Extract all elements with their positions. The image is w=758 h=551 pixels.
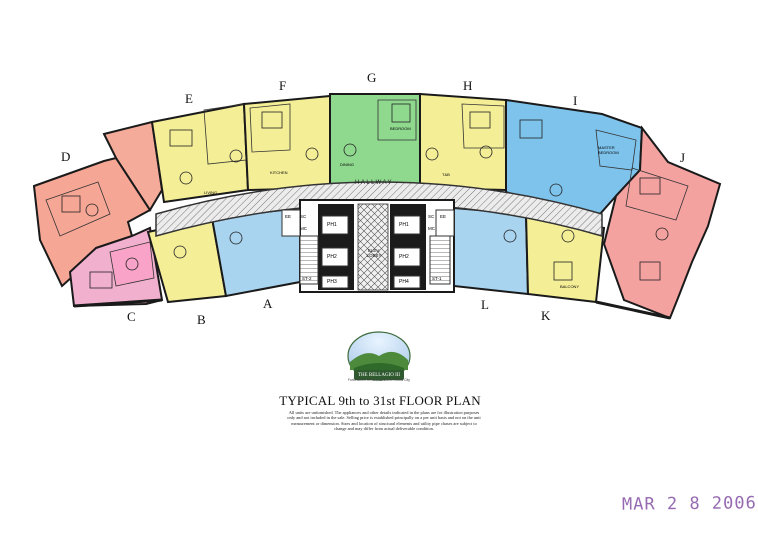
unit-label-i: I: [573, 93, 578, 108]
unit-d-upper[interactable]: [102, 120, 164, 212]
room-label-balcony: BALCONY: [560, 284, 580, 289]
unit-label-l: L: [481, 297, 489, 312]
hallway-label: HALLWAY: [355, 180, 394, 186]
unit-f[interactable]: [242, 94, 331, 192]
unit-label-d: D: [61, 149, 71, 164]
core-label-ph1-right: PH1: [399, 222, 409, 228]
unit-label-g: G: [367, 70, 377, 85]
logo-tagline: Forbestown Center, Bonifacio Global City: [347, 378, 410, 382]
logo-text: THE BELLAGIO III: [357, 373, 401, 378]
unit-label-c: C: [127, 309, 136, 324]
unit-label-h: H: [463, 78, 473, 93]
service-label-sc-right: SC: [428, 214, 435, 219]
room-label-tb: T&B: [442, 172, 450, 177]
room-label-living: LIVING: [204, 190, 218, 195]
unit-label-f: F: [279, 78, 287, 93]
service-label-sc-left: SC: [300, 214, 307, 219]
stair-label-st2: ST-2: [302, 276, 312, 281]
stair-label-st1: ST-1: [432, 276, 442, 281]
core-label-ph2-right: PH2: [399, 254, 409, 260]
unit-label-a: A: [263, 296, 273, 311]
service-label-ee-right: EE: [440, 214, 447, 219]
furniture: [61, 103, 669, 289]
service-label-mc-right: MC: [428, 226, 435, 231]
lobby-label: ELEV. LOBBY: [366, 248, 382, 258]
core-label-ph2-left: PH2: [327, 254, 337, 260]
unit-e[interactable]: [150, 102, 250, 204]
elevator-core: [281, 199, 455, 293]
unit-l[interactable]: [453, 206, 530, 296]
unit-label-j: J: [680, 150, 686, 165]
room-label-master-bedroom: MASTER BEDROOM: [598, 145, 619, 155]
service-label-mc-left: MC: [300, 226, 307, 231]
room-label-dining: DINING: [340, 162, 354, 167]
unit-g[interactable]: [329, 93, 421, 189]
disclaimer-text: All units are unfurnished. The appliance…: [287, 410, 481, 431]
service-label-ee-left: EE: [285, 214, 292, 219]
room-label-kitchen: KITCHEN: [270, 170, 288, 175]
unit-h[interactable]: [419, 92, 507, 192]
floor-plan-title: TYPICAL 9th to 31st FLOOR PLAN: [279, 393, 481, 408]
core-label-ph4-right: PH4: [399, 279, 409, 285]
unit-label-k: K: [541, 308, 551, 323]
core-label-ph1-left: PH1: [327, 222, 337, 228]
date-stamp: MAR 2 8 2006: [621, 493, 757, 515]
outer-walls: [73, 298, 671, 320]
unit-label-b: B: [197, 312, 206, 327]
room-label-bedroom: BEDROOM: [390, 126, 411, 131]
unit-label-e: E: [185, 91, 193, 106]
core-label-ph3-left: PH3: [327, 279, 337, 285]
bellagio-logo: [347, 331, 411, 381]
unit-j[interactable]: [602, 125, 722, 320]
